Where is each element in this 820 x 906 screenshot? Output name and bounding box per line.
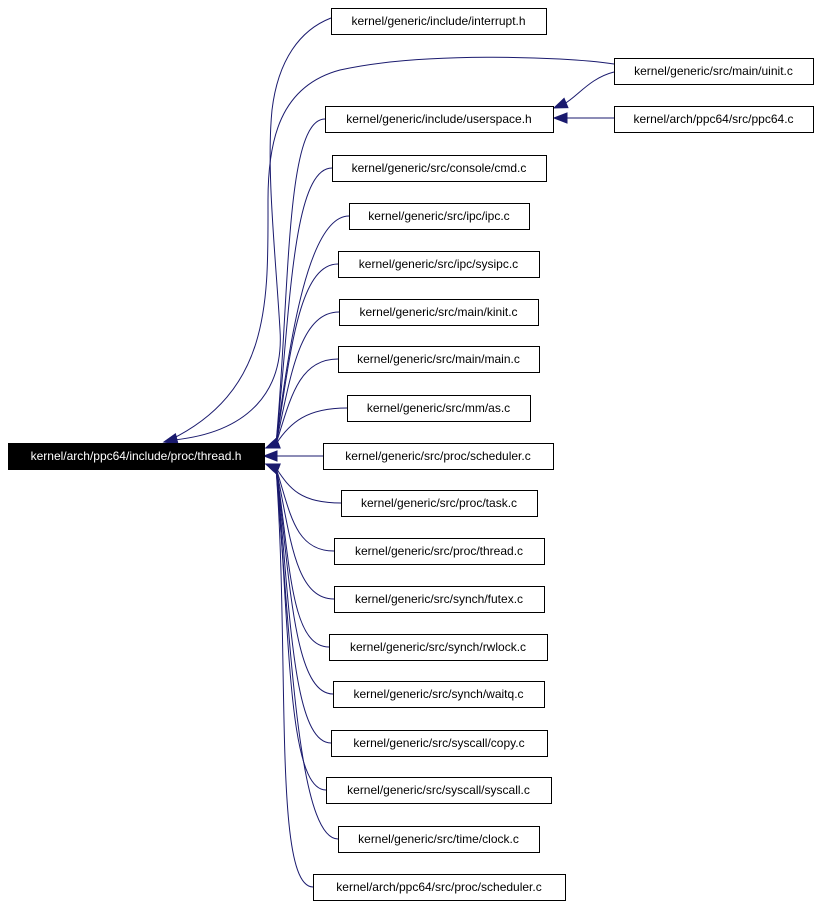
node-box <box>614 106 814 133</box>
node-as-c[interactable]: kernel/generic/src/mm/as.c <box>347 395 531 422</box>
node-label: kernel/generic/src/proc/scheduler.c <box>345 449 530 463</box>
node-box <box>325 106 554 133</box>
edge-uinit-c-to-thread-h-arrowhead <box>162 433 179 445</box>
node-sysipc-c[interactable]: kernel/generic/src/ipc/sysipc.c <box>338 251 540 278</box>
node-label: kernel/generic/src/synch/rwlock.c <box>350 640 526 654</box>
node-label: kernel/generic/include/userspace.h <box>346 112 531 126</box>
node-box <box>331 730 548 757</box>
edge-clock-c-to-thread-h <box>271 465 339 840</box>
node-box <box>326 777 552 804</box>
node-waitq-c[interactable]: kernel/generic/src/synch/waitq.c <box>333 681 545 708</box>
node-box <box>8 443 265 470</box>
node-label: kernel/generic/src/main/kinit.c <box>359 305 517 319</box>
node-box <box>334 538 545 565</box>
edge-main-c-to-thread-h <box>271 358 339 447</box>
edge-scheduler-c-to-thread-h-arrowhead <box>262 450 278 462</box>
node-uinit-c[interactable]: kernel/generic/src/main/uinit.c <box>614 58 814 85</box>
nodes-layer: kernel/arch/ppc64/include/proc/thread.h k… <box>8 8 814 901</box>
node-box <box>349 203 530 230</box>
edge-arch-scheduler-c-to-thread-h-arrowhead <box>264 463 281 475</box>
node-label: kernel/generic/src/syscall/copy.c <box>353 736 524 750</box>
node-task-c[interactable]: kernel/generic/src/proc/task.c <box>341 490 538 517</box>
edge-ipc-c-to-thread-h <box>271 215 350 447</box>
node-scheduler-c[interactable]: kernel/generic/src/proc/scheduler.c <box>323 443 554 470</box>
node-label: kernel/arch/ppc64/src/ppc64.c <box>633 112 793 126</box>
node-ipc-c[interactable]: kernel/generic/src/ipc/ipc.c <box>349 203 530 230</box>
node-label: kernel/generic/src/main/main.c <box>357 352 520 366</box>
edge-ppc64-c-to-userspace-h-arrowhead <box>552 112 568 124</box>
edge-interrupt-h-to-thread-h <box>173 17 332 441</box>
node-box <box>329 634 548 661</box>
node-label: kernel/generic/src/time/clock.c <box>358 832 519 846</box>
node-kinit-c[interactable]: kernel/generic/src/main/kinit.c <box>339 299 539 326</box>
node-ppc64-c[interactable]: kernel/arch/ppc64/src/ppc64.c <box>614 106 814 133</box>
node-label: kernel/generic/src/console/cmd.c <box>352 161 527 175</box>
node-label: kernel/generic/src/syscall/syscall.c <box>347 783 530 797</box>
node-userspace-h[interactable]: kernel/generic/include/userspace.h <box>325 106 554 133</box>
node-label: kernel/generic/include/interrupt.h <box>351 14 525 28</box>
edge-arch-scheduler-c-to-thread-h <box>271 465 314 888</box>
node-label: kernel/generic/src/proc/thread.c <box>355 544 523 558</box>
node-clock-c[interactable]: kernel/generic/src/time/clock.c <box>338 826 540 853</box>
node-box <box>332 155 547 182</box>
edge-uinit-c-to-userspace-h-arrowhead <box>552 97 569 109</box>
node-box <box>341 490 538 517</box>
edge-thread-c-to-thread-h <box>271 465 335 552</box>
node-futex-c[interactable]: kernel/generic/src/synch/futex.c <box>334 586 545 613</box>
node-interrupt-h[interactable]: kernel/generic/include/interrupt.h <box>331 8 547 35</box>
node-label: kernel/arch/ppc64/src/proc/scheduler.c <box>336 880 541 894</box>
node-box <box>347 395 531 422</box>
node-box <box>331 8 547 35</box>
root-node-thread-h[interactable]: kernel/arch/ppc64/include/proc/thread.h <box>8 443 265 470</box>
edge-kinit-c-to-thread-h <box>271 311 340 447</box>
node-cmd-c[interactable]: kernel/generic/src/console/cmd.c <box>332 155 547 182</box>
node-label: kernel/arch/ppc64/include/proc/thread.h <box>31 449 242 463</box>
node-thread-c[interactable]: kernel/generic/src/proc/thread.c <box>334 538 545 565</box>
node-label: kernel/generic/src/mm/as.c <box>367 401 510 415</box>
edge-as-c-to-thread-h <box>271 407 348 447</box>
node-label: kernel/generic/src/main/uinit.c <box>634 64 793 78</box>
node-box <box>614 58 814 85</box>
node-box <box>334 586 545 613</box>
node-rwlock-c[interactable]: kernel/generic/src/synch/rwlock.c <box>329 634 548 661</box>
node-box <box>338 251 540 278</box>
node-arch-scheduler-c[interactable]: kernel/arch/ppc64/src/proc/scheduler.c <box>313 874 566 901</box>
node-box <box>333 681 545 708</box>
edges-layer <box>162 17 615 888</box>
node-label: kernel/generic/src/proc/task.c <box>361 496 517 510</box>
node-syscall-c[interactable]: kernel/generic/src/syscall/syscall.c <box>326 777 552 804</box>
edge-uinit-c-to-userspace-h <box>563 71 615 105</box>
node-main-c[interactable]: kernel/generic/src/main/main.c <box>338 346 540 373</box>
edge-uinit-c-to-thread-h <box>169 56 615 441</box>
edge-futex-c-to-thread-h <box>271 465 335 600</box>
edge-as-c-to-thread-h-arrowhead <box>264 437 281 449</box>
edge-sysipc-c-to-thread-h <box>271 263 339 447</box>
edge-copy-c-to-thread-h <box>271 465 332 744</box>
node-box <box>338 826 540 853</box>
node-box <box>323 443 554 470</box>
node-box <box>339 299 539 326</box>
edge-userspace-h-to-thread-h <box>271 118 326 447</box>
node-box <box>338 346 540 373</box>
edge-waitq-c-to-thread-h <box>271 465 334 695</box>
node-box <box>313 874 566 901</box>
node-label: kernel/generic/src/ipc/ipc.c <box>368 209 509 223</box>
edge-cmd-c-to-thread-h <box>271 167 333 447</box>
node-label: kernel/generic/src/synch/waitq.c <box>353 687 523 701</box>
node-label: kernel/generic/src/synch/futex.c <box>355 592 523 606</box>
node-copy-c[interactable]: kernel/generic/src/syscall/copy.c <box>331 730 548 757</box>
node-label: kernel/generic/src/ipc/sysipc.c <box>359 257 518 271</box>
